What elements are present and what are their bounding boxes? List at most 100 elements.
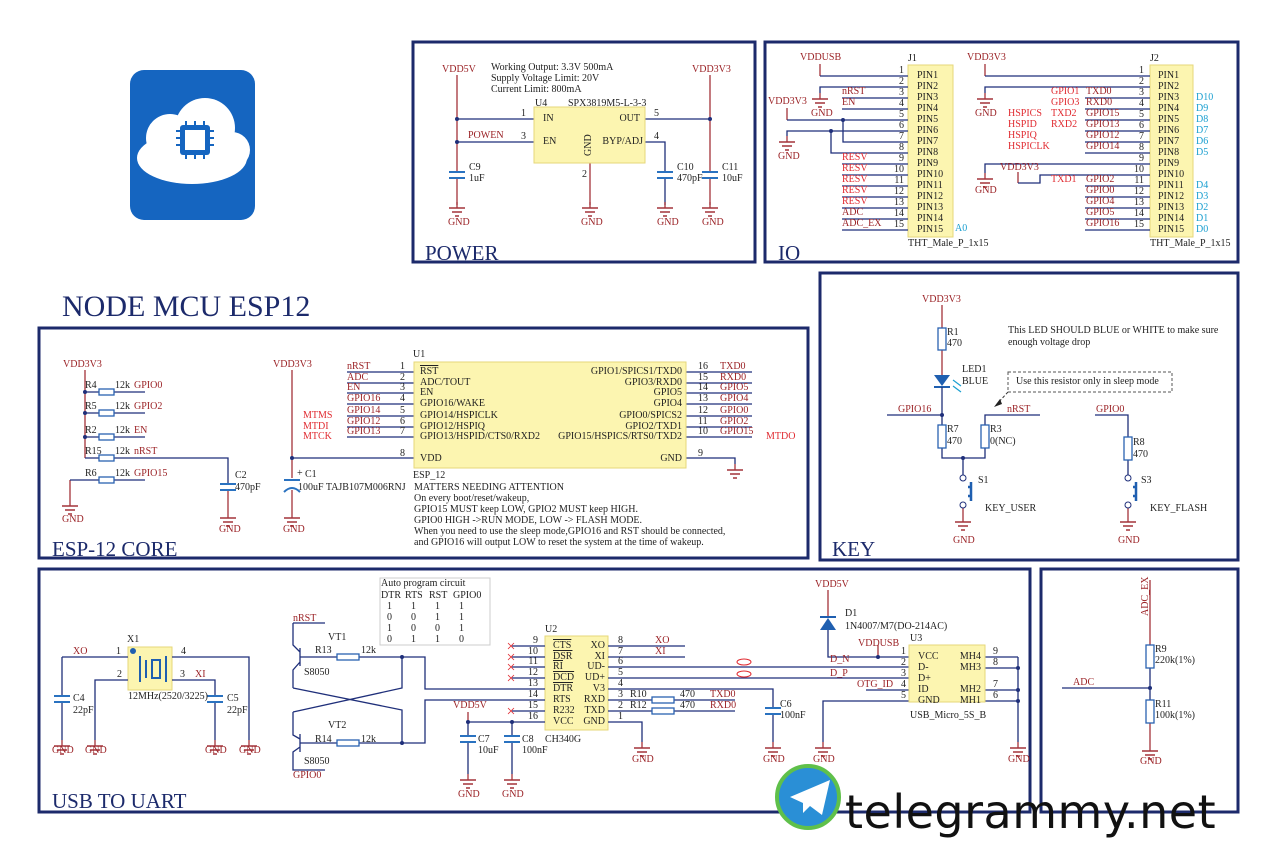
adc-divider-circuit — [1062, 580, 1159, 760]
j1-net-label: ADC_EX — [842, 218, 882, 229]
key-r3-ref-label: R3 — [990, 424, 1002, 435]
nodemcu-logo — [130, 70, 255, 220]
usb-diode-ref-label: D1 — [845, 608, 858, 619]
j1-pin-label: PIN4 — [917, 103, 939, 114]
u3-pin-label: MH1 — [959, 695, 981, 706]
usb-usb_nets-dp-label: D_P — [830, 668, 848, 679]
io-panel — [763, 40, 1240, 264]
u1-net-label: EN — [347, 382, 361, 393]
u2-pin-number: 9 — [533, 635, 538, 646]
auto-program-table-cell: 1 — [435, 612, 440, 623]
usb-transistors-1-res_value-label: 12k — [361, 734, 376, 745]
j1-pin-number: 10 — [894, 164, 904, 175]
j1-pin-number: 3 — [899, 87, 904, 98]
usb-crystal-pins-2-label: 3 — [180, 669, 185, 680]
auto-program-table-caption: Auto program circuit — [381, 578, 466, 589]
adc-r9-value-label: 220k(1%) — [1155, 655, 1195, 666]
u2-pin-label: XO — [590, 640, 605, 651]
j2-pin-number: 9 — [1139, 153, 1144, 164]
io-j1-part-label: THT_Male_P_1x15 — [908, 238, 989, 249]
u1-pin-number: 10 — [698, 426, 708, 437]
x1-crystal — [127, 646, 173, 691]
vddusb-net-label: VDDUSB — [800, 52, 842, 63]
pullup-net-label: GPIO0 — [134, 380, 163, 391]
gnd-net-label: GND — [813, 754, 835, 765]
usb-u2-right-5-res-label: R10 — [630, 689, 647, 700]
j1-pin-number: 5 — [899, 109, 904, 120]
j2-pin-label: PIN13 — [1158, 202, 1185, 213]
u1-pin-label: GPIO16/WAKE — [420, 398, 485, 409]
gnd-net-label: GND — [657, 217, 679, 228]
usb-usb_nets-otg-label: OTG_ID — [857, 679, 894, 690]
u2-pin-number: 7 — [618, 646, 623, 657]
pullup-net-label: GPIO2 — [134, 401, 163, 412]
pullup-net-label: GPIO15 — [134, 468, 168, 479]
core-u1-gnd-pin-label: GND — [660, 453, 682, 464]
u2-pin-label: XI — [594, 651, 605, 662]
power-u4-pins-byp-label: BYP/ADJ — [602, 136, 643, 147]
power-note: Working Output: 3.3V 500mA — [491, 62, 614, 73]
gnd-net-label: GND — [975, 185, 997, 196]
u2-net-label: RXD0 — [710, 700, 737, 711]
usb-u2-right-6-res-label: R12 — [630, 700, 647, 711]
u1-net-label: GPIO5 — [720, 382, 749, 393]
j2-pin-label: PIN5 — [1158, 114, 1180, 125]
vdd3v3-net-label: VDD3V3 — [922, 294, 961, 305]
usb-u2-right-5-res_value-label: 470 — [680, 689, 695, 700]
u2-pin-label: DCD — [553, 672, 575, 683]
key-r1-ref-label: R1 — [947, 327, 959, 338]
usb-caps-1-ref-label: C5 — [227, 693, 239, 704]
usb-transistors-1-part-label: S8050 — [304, 756, 330, 767]
attention-note: GPIO0 HIGH ->RUN MODE, LOW -> FLASH MODE… — [414, 515, 643, 526]
adc-panel — [1039, 567, 1240, 814]
j1-net-label: EN — [842, 97, 856, 108]
adc-net_in-label: ADC_EX — [1140, 576, 1151, 616]
j2-pin-label: PIN14 — [1158, 213, 1185, 224]
u2-pin-label: TXD — [584, 705, 605, 716]
gnd-net-label: GND — [811, 108, 833, 119]
u2-pin-label: UD+ — [584, 672, 605, 683]
j1-pin-number: 2 — [899, 76, 904, 87]
j1-pin-label: PIN5 — [917, 114, 939, 125]
u3-pin-number: 2 — [901, 657, 906, 668]
u2-pin-label: RI — [553, 661, 563, 672]
core-u1-vdd-num-label: 8 — [400, 448, 405, 459]
j1-reserved-label: RESV — [842, 185, 868, 196]
usb-transistors-1-net-label: GPIO0 — [293, 770, 322, 781]
u2-pin-number: 5 — [618, 667, 623, 678]
core-u1-gnd-num-label: 9 — [698, 448, 703, 459]
j2-net-label: TXD0 — [1086, 86, 1112, 97]
gnd-net-label: GND — [283, 524, 305, 535]
gnd-net-label: GND — [778, 151, 800, 162]
gnd-net-label: GND — [1008, 754, 1030, 765]
io-j2-part-label: THT_Male_P_1x15 — [1150, 238, 1231, 249]
j2-pin-label: PIN8 — [1158, 147, 1180, 158]
usb-crystal-nets-1-label: XI — [195, 669, 206, 680]
usb-crystal-pins-3-label: 4 — [181, 646, 186, 657]
key-section-title: KEY — [832, 537, 876, 561]
u1-pin-label: GPIO3/RXD0 — [624, 377, 682, 388]
esp12-core-section-title: ESP-12 CORE — [52, 537, 178, 561]
u3-pin-label: GND — [918, 695, 940, 706]
gnd-net-label: GND — [581, 217, 603, 228]
auto-program-table-cell: 0 — [435, 623, 440, 634]
u2-net-label: TXD0 — [710, 689, 736, 700]
j1-pin-label: PIN13 — [917, 202, 944, 213]
j1-pin-label: PIN7 — [917, 136, 939, 147]
gnd-net-label: GND — [1118, 535, 1140, 546]
power-u4-pins-in-label: IN — [543, 113, 554, 124]
j1-pin-label: PIN11 — [917, 180, 943, 191]
auto-program-table-cell: 1 — [459, 612, 464, 623]
j1-net-label: nRST — [842, 86, 866, 97]
j2-pin-label: PIN12 — [1158, 191, 1185, 202]
u1-jtag-label: MTCK — [303, 431, 332, 442]
u1-pin-number: 16 — [698, 361, 708, 372]
gnd-net-label: GND — [953, 535, 975, 546]
usb-transistors-0-res_value-label: 12k — [361, 645, 376, 656]
u2-pin-label: R232 — [553, 705, 575, 716]
j2-pin-label: PIN7 — [1158, 136, 1180, 147]
key-r8-value-label: 470 — [1133, 449, 1148, 460]
u3-pin-label: MH3 — [959, 662, 981, 673]
vddusb-net-label: VDDUSB — [858, 638, 900, 649]
u1-esp12-module — [413, 361, 687, 469]
